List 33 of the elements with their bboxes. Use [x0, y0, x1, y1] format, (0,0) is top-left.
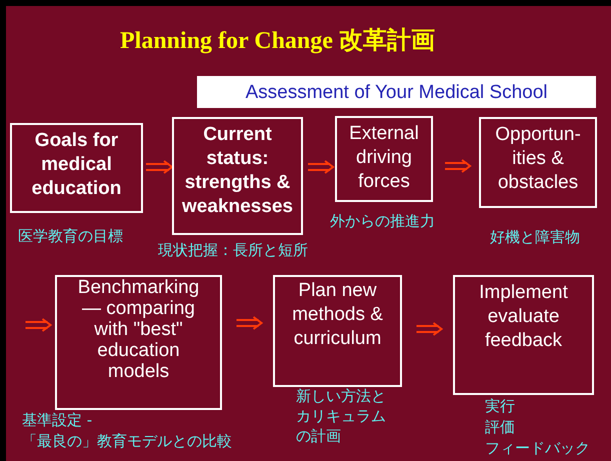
- process-box: [55, 275, 222, 410]
- box-label: Goals for medical education: [30, 129, 122, 201]
- node-label: 評価: [485, 417, 515, 437]
- node-label: 「最良の」教育モデルとの比較: [22, 431, 232, 451]
- arrow: [416, 322, 442, 336]
- arrow: [307, 160, 334, 174]
- box-label: External driving forces: [348, 122, 420, 194]
- node-label: 医学教育の目標: [18, 226, 123, 246]
- process-box: [10, 123, 143, 213]
- node-label: 好機と障害物: [490, 227, 580, 247]
- box-label: Opportun- ities & obstacles: [494, 123, 582, 195]
- process-box: [335, 116, 433, 202]
- box-label: Implement evaluate feedback: [478, 281, 569, 353]
- arrow: [145, 160, 173, 174]
- process-box: [453, 275, 594, 395]
- title: Planning for Change 改革計画: [120, 26, 435, 56]
- process-box: [273, 275, 402, 387]
- box-label: Plan new methods & curriculum: [291, 279, 384, 351]
- node-label: フィードバック: [485, 438, 590, 458]
- node-label: 外からの推進力: [330, 211, 435, 231]
- banner-text: Assessment of Your Medical School: [245, 81, 548, 105]
- node-label: 新しい方法とカリキュラムの計画: [296, 386, 387, 446]
- box-label: Current status: strengths & weaknesses: [181, 123, 294, 219]
- node-label: 基準設定 -: [22, 410, 92, 430]
- box-label: Benchmarking — comparing with "best" education models: [76, 277, 200, 382]
- arrow: [24, 318, 52, 332]
- node-label: 現状把握：長所と短所: [158, 240, 308, 260]
- arrow: [444, 159, 471, 173]
- process-box: [479, 117, 597, 208]
- node-label: 実行: [485, 396, 515, 416]
- process-box: [172, 117, 303, 235]
- banner: [197, 76, 596, 108]
- arrow: [236, 316, 262, 330]
